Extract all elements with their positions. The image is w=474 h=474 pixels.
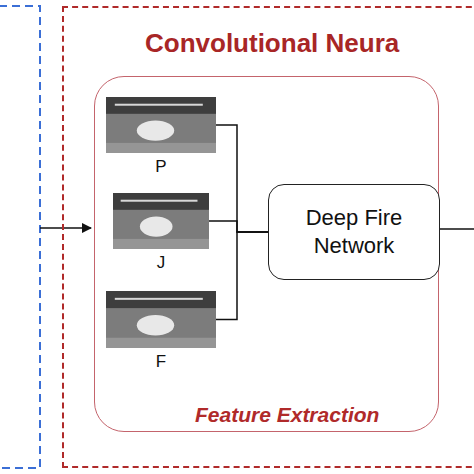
image-background — [106, 291, 216, 348]
image-hotspot — [140, 217, 173, 237]
image-node: F — [106, 291, 216, 375]
stage-box: P J F Deep Fire NetworkFeature Extraction — [94, 76, 439, 432]
thermal-image — [113, 193, 209, 249]
thermal-image — [106, 291, 216, 348]
image-ground — [113, 239, 209, 249]
thermal-image — [106, 97, 216, 153]
image-background — [106, 97, 216, 153]
stage-label: Feature Extraction — [195, 403, 379, 427]
image-label: F — [106, 352, 216, 372]
image-ground — [106, 338, 216, 348]
process-label: Deep Fire Network — [289, 204, 419, 260]
image-dark-band — [113, 193, 209, 210]
image-dark-band — [106, 97, 216, 114]
input-group-border — [0, 6, 40, 468]
image-node: J — [113, 193, 209, 275]
group-title: Convolutional Neura — [145, 28, 399, 59]
image-hotspot — [137, 121, 174, 141]
image-streak — [115, 298, 203, 300]
group-box: P J F Deep Fire NetworkFeature Extraction Co… — [62, 6, 474, 468]
input-arrow — [40, 227, 91, 229]
image-streak — [121, 200, 198, 202]
process-box: Deep Fire Network — [268, 184, 440, 280]
image-label: J — [113, 253, 209, 273]
image-node: P — [106, 97, 216, 177]
image-hotspot — [137, 315, 174, 336]
image-label: P — [106, 157, 216, 177]
image-dark-band — [106, 291, 216, 308]
output-line — [437, 228, 474, 230]
image-streak — [115, 104, 203, 106]
image-ground — [106, 143, 216, 153]
image-background — [113, 193, 209, 249]
